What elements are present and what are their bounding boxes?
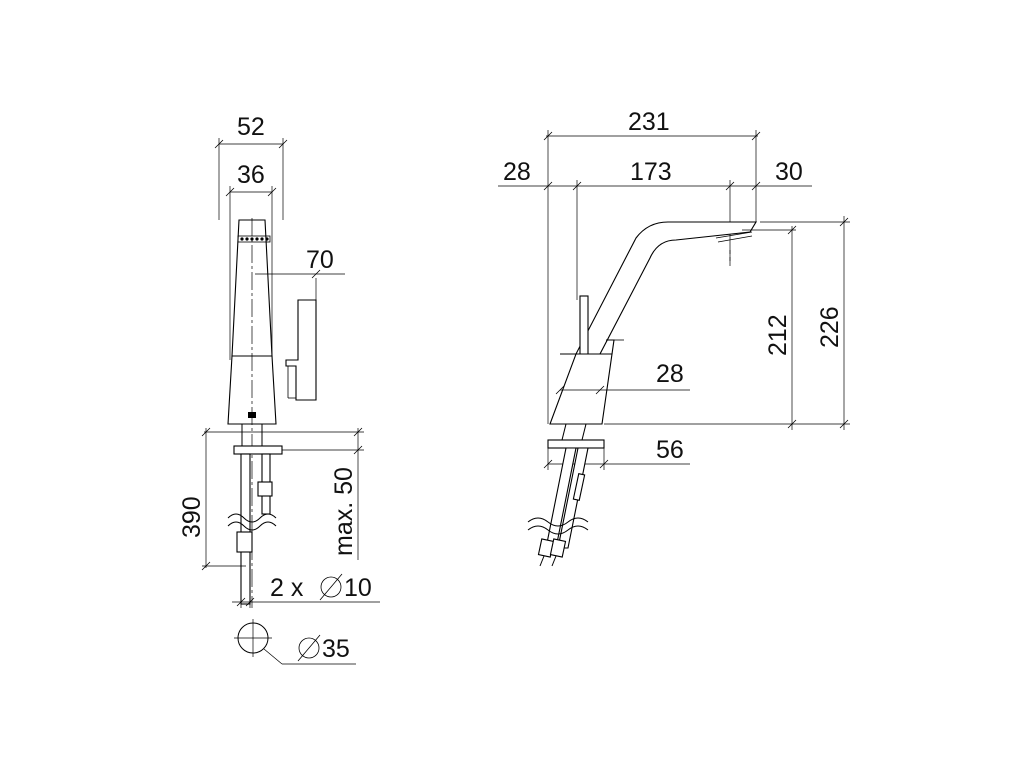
break-symbol-front <box>227 513 277 523</box>
dim-label-max50: max. 50 <box>330 467 358 556</box>
dim-label-226: 226 <box>816 306 844 348</box>
front-view: 52 36 70 <box>178 113 380 665</box>
dim-label-2x: 2 x <box>270 574 304 602</box>
dim-label-56: 56 <box>656 436 684 464</box>
break-symbol-side <box>527 517 589 527</box>
dim-label-36: 36 <box>237 161 265 189</box>
dim-label-30: 30 <box>775 158 803 186</box>
lever-handle-side <box>579 295 589 357</box>
hose-connector-side-2 <box>549 538 567 558</box>
mounting-hole-icon <box>234 619 272 657</box>
side-view: 231 28 173 30 28 <box>498 108 850 567</box>
dim-label-231: 231 <box>628 108 670 136</box>
nut <box>257 481 273 497</box>
dim-label-173: 173 <box>630 158 672 186</box>
hose-side-2 <box>557 447 589 549</box>
dim-label-hose-diameter: 10 <box>344 574 372 602</box>
faucet-base-side <box>549 353 613 425</box>
diameter-icon <box>297 634 321 662</box>
diameter-icon <box>319 573 343 601</box>
spout <box>560 221 757 355</box>
hose-connector-front <box>236 531 253 553</box>
aerator-icon <box>715 231 753 243</box>
dim-label-212: 212 <box>764 314 792 356</box>
aerator-icon <box>237 235 271 243</box>
dim-label-390: 390 <box>178 496 206 538</box>
hose-front <box>240 453 251 605</box>
dim-label-70: 70 <box>306 246 334 274</box>
dim-label-28-base: 28 <box>656 360 684 388</box>
dim-label-28-top: 28 <box>503 158 531 186</box>
threaded-rod-side <box>572 473 586 501</box>
dim-label-hole-diameter: 35 <box>322 635 350 663</box>
mounting-plate-side <box>547 439 605 449</box>
dim-label-52: 52 <box>237 113 265 141</box>
mounting-plate <box>233 445 283 455</box>
lever-handle-front <box>285 299 317 401</box>
